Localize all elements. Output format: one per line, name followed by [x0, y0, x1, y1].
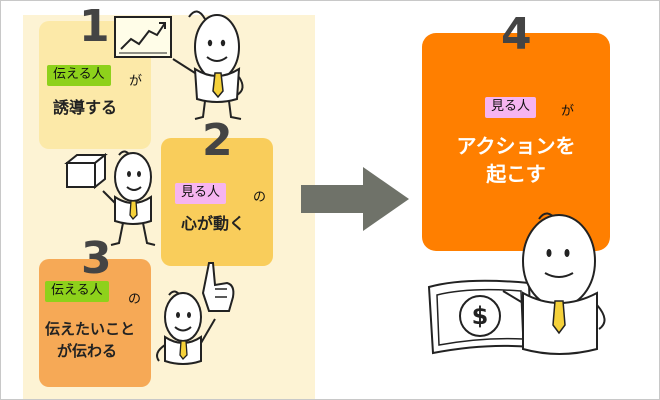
flow-arrow: [301, 167, 409, 231]
step-2-number: 2: [202, 115, 233, 166]
box-icon: [64, 152, 108, 190]
step-1-text-line-1: 誘導する: [53, 98, 118, 117]
svg-text:$: $: [472, 302, 489, 330]
step-4-text-line-1: アクションを: [456, 134, 576, 158]
step-3-tag: 伝える人: [45, 281, 109, 302]
step-4-text-line-2: 起こす: [486, 162, 546, 186]
step-4-tag: 見る人: [485, 97, 537, 118]
step-4-particle: が: [561, 104, 575, 119]
step-1-tag: 伝える人: [47, 65, 111, 86]
step-2-particle: の: [253, 190, 267, 205]
chart-board-icon: [114, 16, 172, 58]
step-3-text-line-1: 伝えたいこと: [45, 320, 136, 338]
step-1-particle: が: [129, 74, 143, 89]
step-3-box: [39, 259, 151, 387]
step-1-number: 1: [79, 1, 110, 52]
dollar-sign-icon: $: [459, 295, 501, 337]
character-presenter: [172, 10, 244, 120]
step-2-text-line-1: 心が動く: [181, 214, 246, 233]
character-box-carrier: [102, 150, 156, 246]
pointing-hand-icon: [201, 262, 235, 312]
step-4-number: 4: [501, 9, 532, 60]
character-pointing: [156, 290, 216, 365]
step-3-particle: の: [128, 292, 142, 307]
step-3-number: 3: [81, 233, 112, 284]
step-4-box: [422, 33, 610, 251]
step-3-text-line-2: が伝わる: [57, 342, 118, 360]
character-with-money: [502, 212, 606, 355]
step-2-tag: 見る人: [175, 183, 227, 204]
